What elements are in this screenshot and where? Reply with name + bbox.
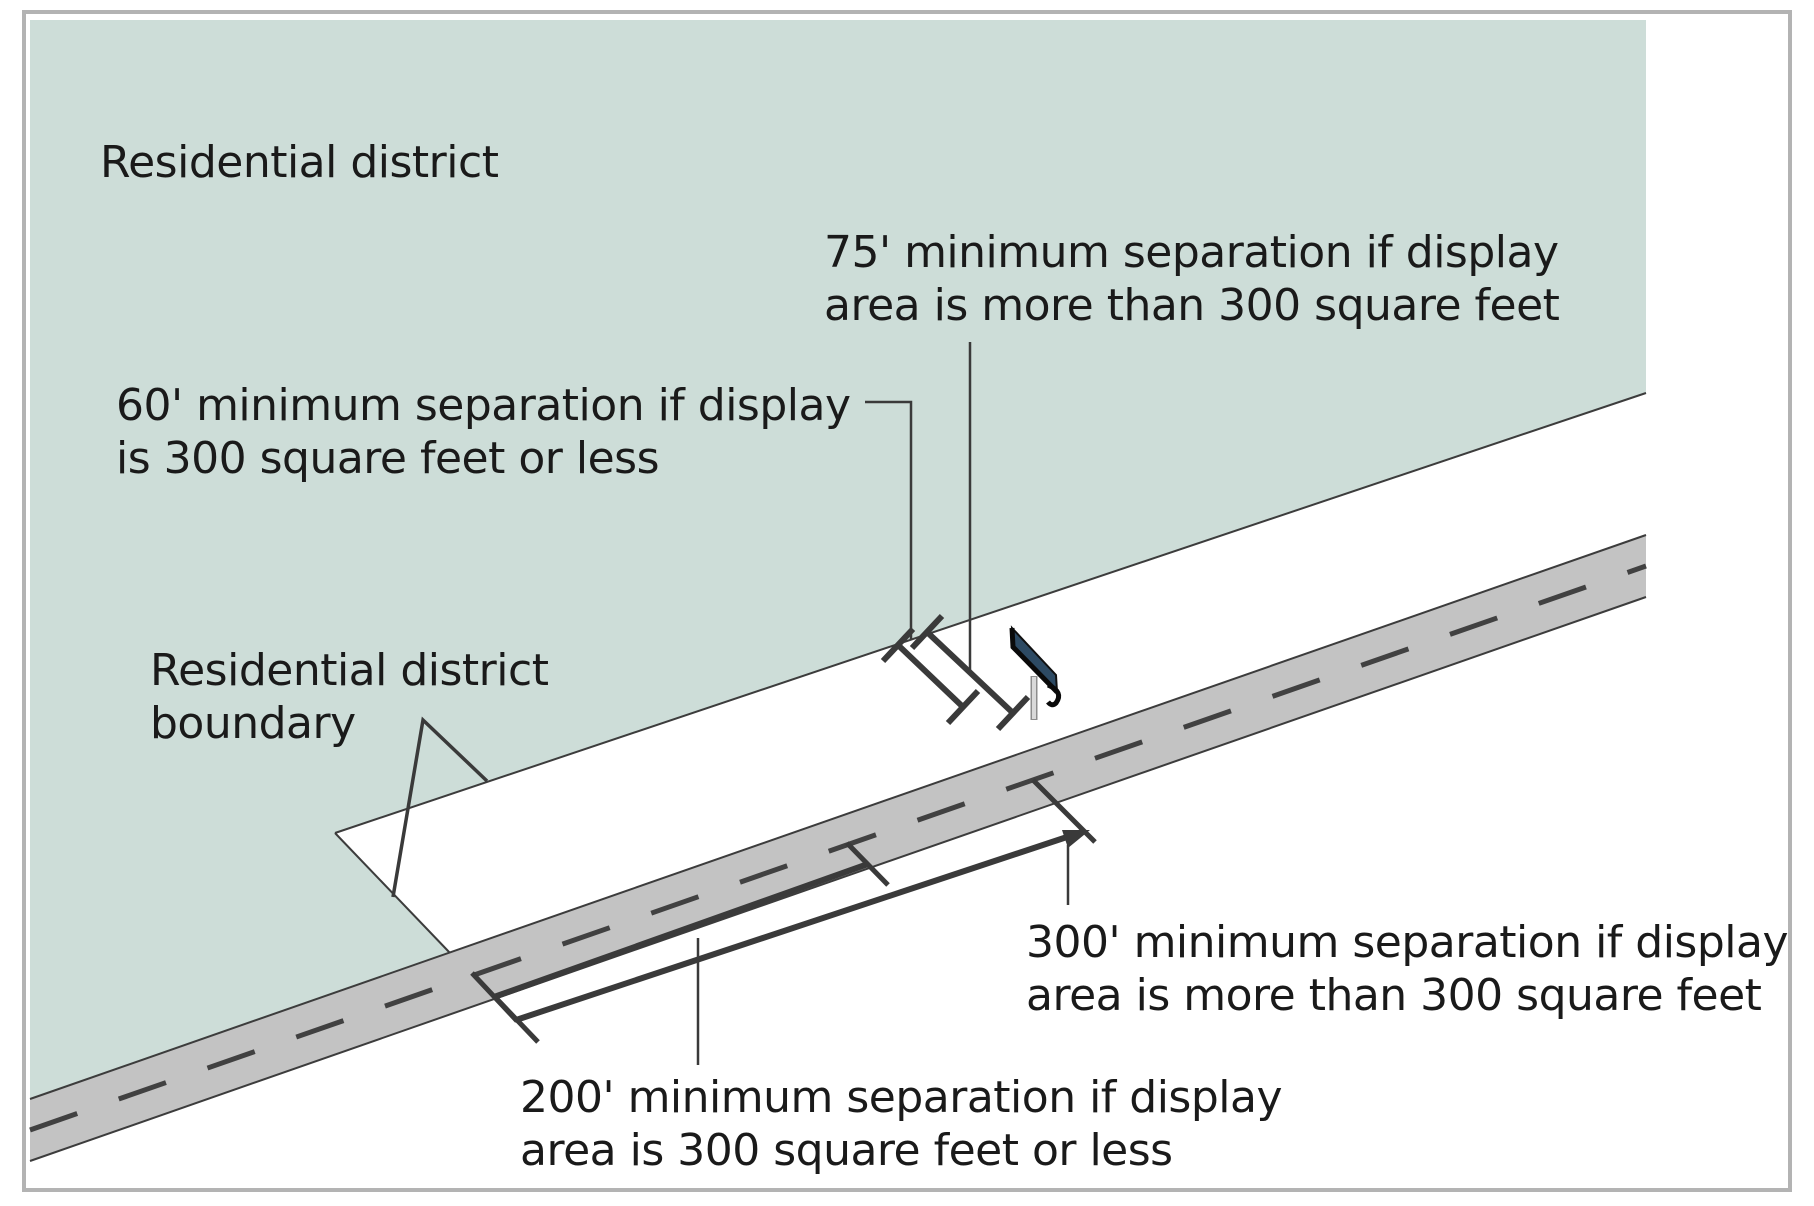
separation-200ft-label: 200' minimum separation if display area … [520,1072,1283,1176]
road-lower-edge [29,596,1647,1162]
district-label-text: Residential district [100,137,499,188]
separation-300ft-label: 300' minimum separation if display area … [1026,917,1789,1021]
leader-60ft [865,400,913,640]
district-boundary-label: Residential district boundary [150,645,549,749]
residential-district-area [30,20,1646,1099]
separation-60ft-label: 60' minimum separation if display is 300… [116,380,851,484]
district-label: Residential district [100,136,499,189]
separation-75ft-label: 75' minimum separation if display area i… [824,227,1560,331]
leader-boundary-label [391,716,489,898]
billboard-sign-icon [1009,625,1062,720]
road-upper-edge [29,534,1647,1100]
dimension-75ft [909,613,1031,732]
road-center-dashed-line [29,563,1647,1133]
dimension-60ft [880,626,981,726]
district-boundary-line [334,392,1647,834]
dimension-300ft [493,778,1097,1044]
